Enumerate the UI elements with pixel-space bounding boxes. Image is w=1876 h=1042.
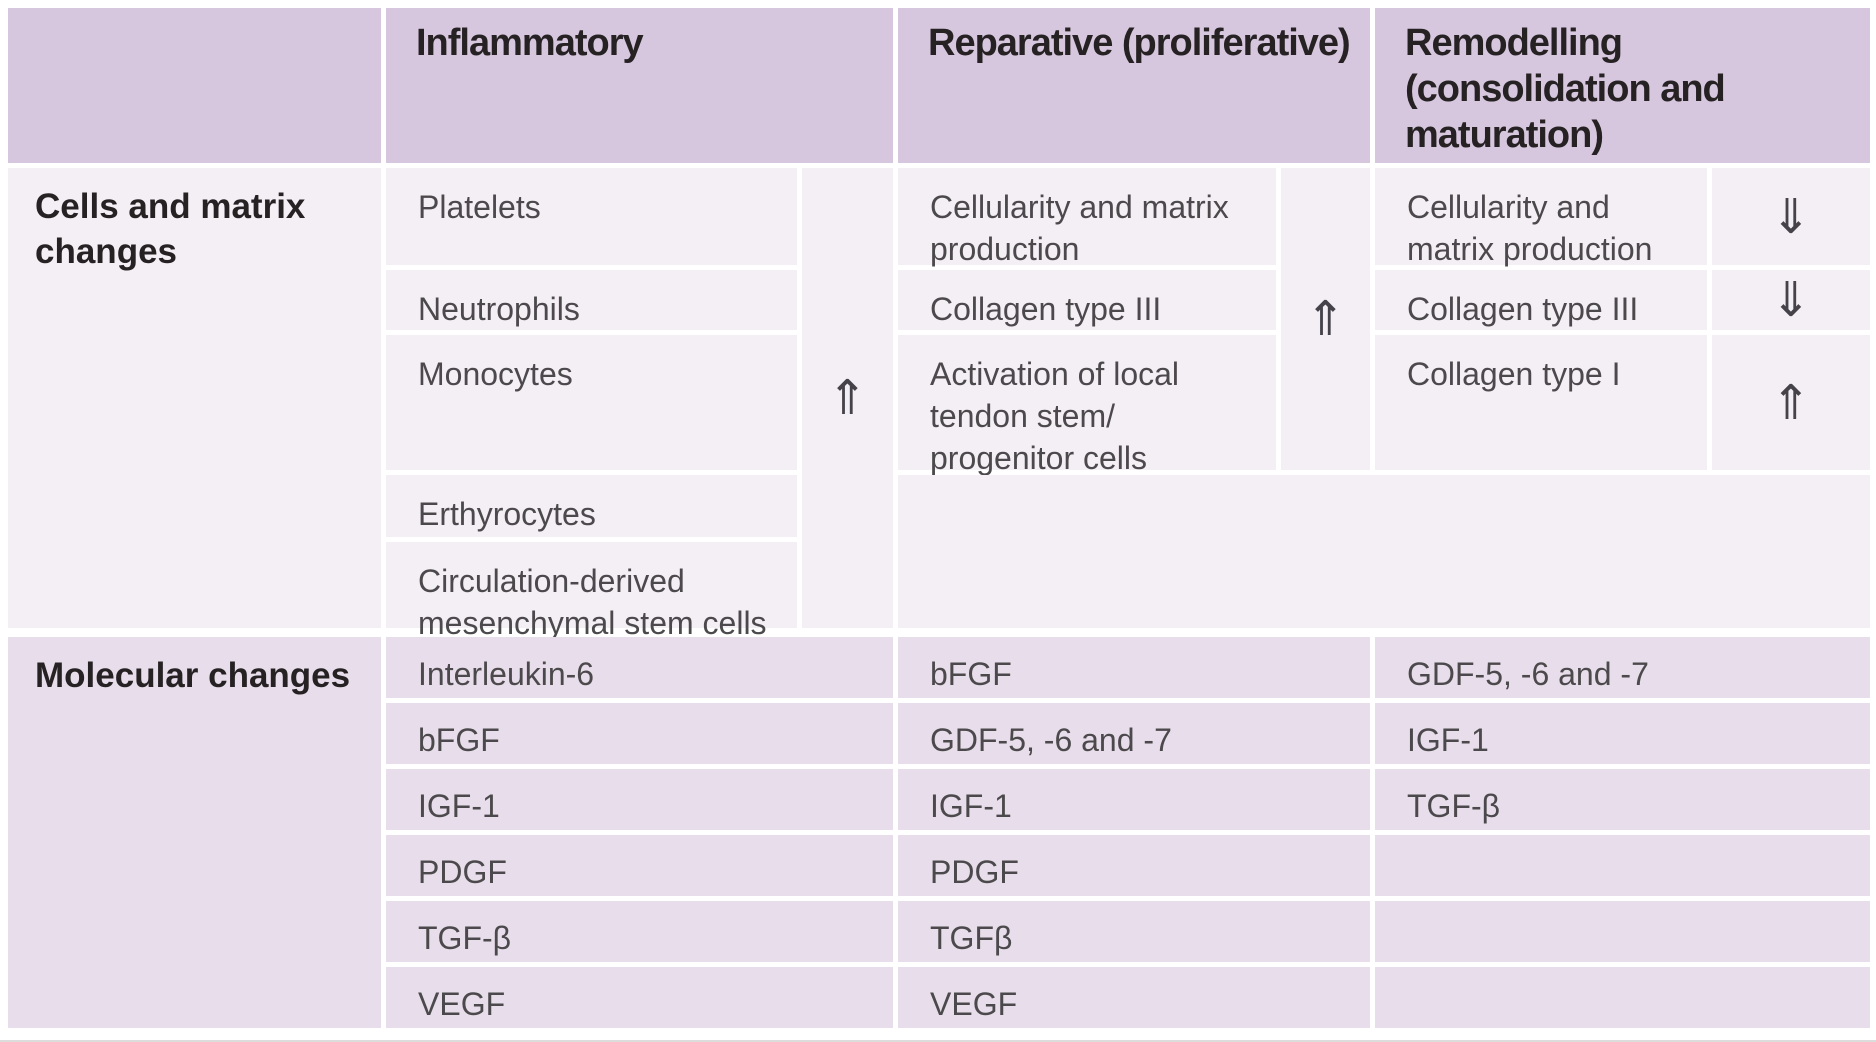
s2-inflammatory-item: bFGF: [386, 703, 893, 764]
s1-empty-cell: [898, 475, 1870, 628]
header-cell-reparative: Reparative (proliferative): [898, 8, 1370, 163]
s1-inflammatory-item: Circulation-derived mesenchymal stem cel…: [386, 542, 797, 641]
s1-remodelling-item: Collagen type III: [1375, 270, 1707, 330]
s2-reparative-item: TGFβ: [898, 901, 1370, 962]
s2-reparative-item: IGF-1: [898, 769, 1370, 830]
s1-remodelling-down-arrow-icon: ⇓: [1712, 168, 1870, 265]
s1-reparative-item: Cellularity and matrix production: [898, 168, 1276, 267]
s1-inflammatory-item: Monocytes: [386, 335, 797, 470]
header-cell-remodelling: Remodelling (consolidation and maturatio…: [1375, 8, 1870, 163]
s2-reparative-item: VEGF: [898, 967, 1370, 1028]
s1-inflammatory-item: Neutrophils: [386, 270, 797, 330]
row-label-cells-and-matrix: Cells and matrix changes: [8, 168, 381, 628]
s2-remodelling-empty-cell: [1375, 901, 1870, 962]
figure-bottom-border: [0, 1040, 1876, 1042]
s1-reparative-item: Collagen type III: [898, 270, 1276, 330]
s1-remodelling-down-arrow-icon: ⇓: [1712, 270, 1870, 330]
s1-inflammatory-item: Erthyrocytes: [386, 475, 797, 537]
s2-reparative-item: PDGF: [898, 835, 1370, 896]
s2-remodelling-item: IGF-1: [1375, 703, 1870, 764]
s2-inflammatory-item: IGF-1: [386, 769, 893, 830]
s1-remodelling-item: Collagen type I: [1375, 335, 1707, 470]
s2-remodelling-empty-cell: [1375, 835, 1870, 896]
s2-inflammatory-item: TGF-β: [386, 901, 893, 962]
s1-reparative-up-arrow-icon: ⇑: [1281, 168, 1370, 470]
s2-remodelling-item: GDF-5, -6 and -7: [1375, 637, 1870, 698]
s2-inflammatory-item: PDGF: [386, 835, 893, 896]
row-label-molecular-changes: Molecular changes: [8, 637, 381, 1028]
s2-inflammatory-item: Interleukin-6: [386, 637, 893, 698]
s2-remodelling-empty-cell: [1375, 967, 1870, 1028]
s1-reparative-item: Activation of local tendon stem/ progeni…: [898, 335, 1276, 476]
s2-reparative-item: bFGF: [898, 637, 1370, 698]
s2-reparative-item: GDF-5, -6 and -7: [898, 703, 1370, 764]
header-corner-cell: [8, 8, 381, 163]
s2-remodelling-item: TGF-β: [1375, 769, 1870, 830]
s1-inflammatory-up-arrow-icon: ⇑: [802, 168, 893, 628]
s2-inflammatory-item: VEGF: [386, 967, 893, 1028]
s1-remodelling-item: Cellularity and matrix production: [1375, 168, 1707, 267]
s1-remodelling-up-arrow-icon: ⇑: [1712, 335, 1870, 470]
header-cell-inflammatory: Inflammatory: [386, 8, 893, 163]
s1-inflammatory-item: Platelets: [386, 168, 797, 265]
